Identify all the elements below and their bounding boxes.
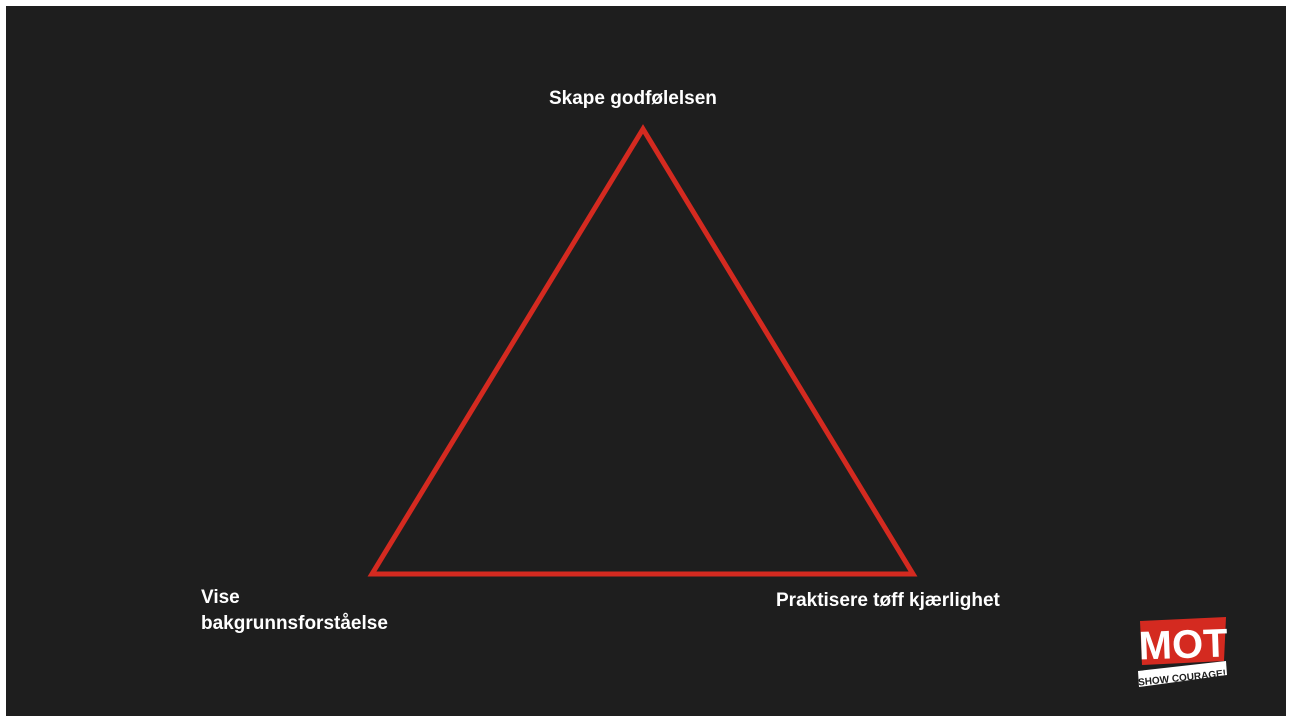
logo-red-block <box>1140 617 1226 665</box>
node-label-right: Praktisere tøff kjærlighet <box>776 590 1000 611</box>
logo-main-text: MOT <box>1138 621 1228 668</box>
logo-white-band <box>1138 661 1227 687</box>
node-label-top: Skape godfølelsen <box>549 88 717 109</box>
triangle-diagram <box>367 124 918 577</box>
triangle-shape <box>367 124 918 577</box>
node-label-left: Vise bakgrunnsforståelse <box>201 585 388 637</box>
mot-logo: MOT SHOW COURAGE! <box>1138 617 1228 689</box>
slide: Skape godfølelsen Vise bakgrunnsforståel… <box>6 6 1286 716</box>
node-label-left-line2: bakgrunnsforståelse <box>201 613 388 634</box>
node-label-left-line1: Vise <box>201 587 240 608</box>
